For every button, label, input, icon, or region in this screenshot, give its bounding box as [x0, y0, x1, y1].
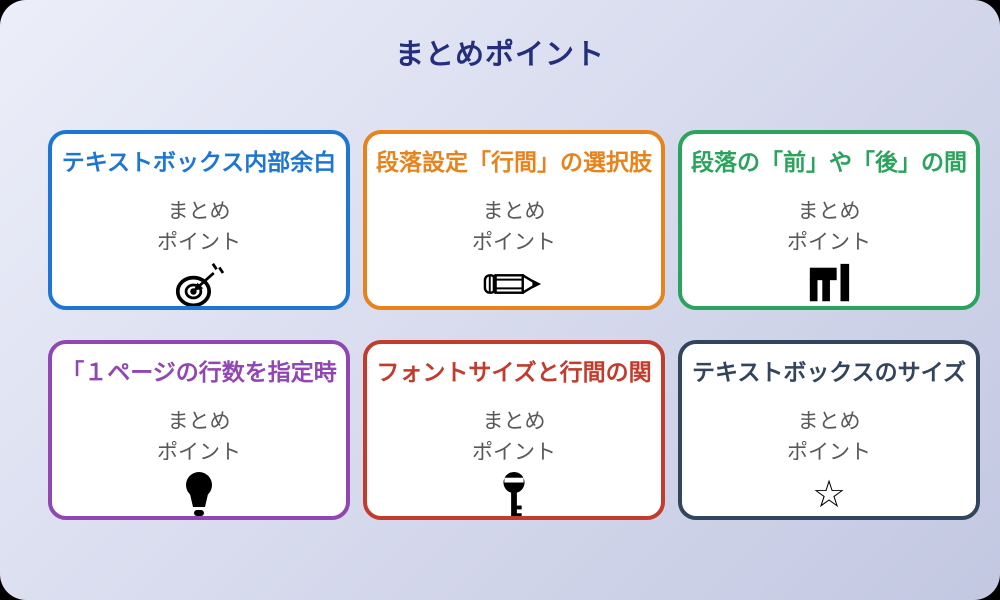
card-body-line1: まとめ — [482, 200, 546, 223]
card-body-line1: まとめ — [797, 200, 861, 223]
card-title: 「１ページの行数を指定時 — [61, 359, 337, 385]
target-icon — [170, 261, 228, 306]
card-body-line1: まとめ — [167, 200, 231, 223]
card-textbox-inner-margin[interactable]: テキストボックス内部余白 まとめ ポイント — [48, 130, 350, 310]
card-paragraph-line-spacing-options[interactable]: 段落設定「行間」の選択肢 まとめ ポイント — [363, 130, 665, 310]
summary-cards-grid: テキストボックス内部余白 まとめ ポイント 段落設定「行間」の選択肢 — [48, 130, 980, 520]
card-textbox-size[interactable]: テキストボックスのサイズ まとめ ポイント ☆ — [678, 340, 980, 520]
card-body: まとめ ポイント — [787, 406, 871, 468]
card-title: フォントサイズと行間の関 — [376, 359, 652, 385]
card-title: テキストボックスのサイズ — [692, 359, 966, 385]
bar-chart-icon — [806, 261, 852, 306]
card-body: まとめ ポイント — [157, 406, 241, 468]
card-body-line2: ポイント — [157, 231, 241, 254]
page-title: まとめポイント — [394, 39, 605, 71]
star-icon: ☆ — [812, 471, 846, 516]
card-body: まとめ ポイント — [157, 196, 241, 258]
card-body: まとめ ポイント — [472, 196, 556, 258]
card-body-line1: まとめ — [797, 410, 861, 433]
card-paragraph-before-after-spacing[interactable]: 段落の「前」や「後」の間 まとめ ポイント — [678, 130, 980, 310]
card-title: 段落の「前」や「後」の間 — [691, 149, 967, 175]
card-body-line2: ポイント — [787, 231, 871, 254]
lightbulb-icon — [182, 471, 216, 516]
card-body-line1: まとめ — [482, 410, 546, 433]
card-fontsize-linespacing-relation[interactable]: フォントサイズと行間の関 まとめ ポイント — [363, 340, 665, 520]
card-body-line2: ポイント — [157, 441, 241, 464]
card-body: まとめ ポイント — [787, 196, 871, 258]
card-title: 段落設定「行間」の選択肢 — [376, 149, 652, 175]
card-body-line2: ポイント — [472, 441, 556, 464]
card-lines-per-page-specified[interactable]: 「１ページの行数を指定時 まとめ ポイント — [48, 340, 350, 520]
card-body-line1: まとめ — [167, 410, 231, 433]
card-body-line2: ポイント — [472, 231, 556, 254]
card-body-line2: ポイント — [787, 441, 871, 464]
pencil-icon — [483, 261, 545, 306]
card-body: まとめ ポイント — [472, 406, 556, 468]
star-glyph: ☆ — [811, 471, 847, 516]
key-icon — [501, 471, 527, 516]
card-title: テキストボックス内部余白 — [61, 149, 337, 175]
